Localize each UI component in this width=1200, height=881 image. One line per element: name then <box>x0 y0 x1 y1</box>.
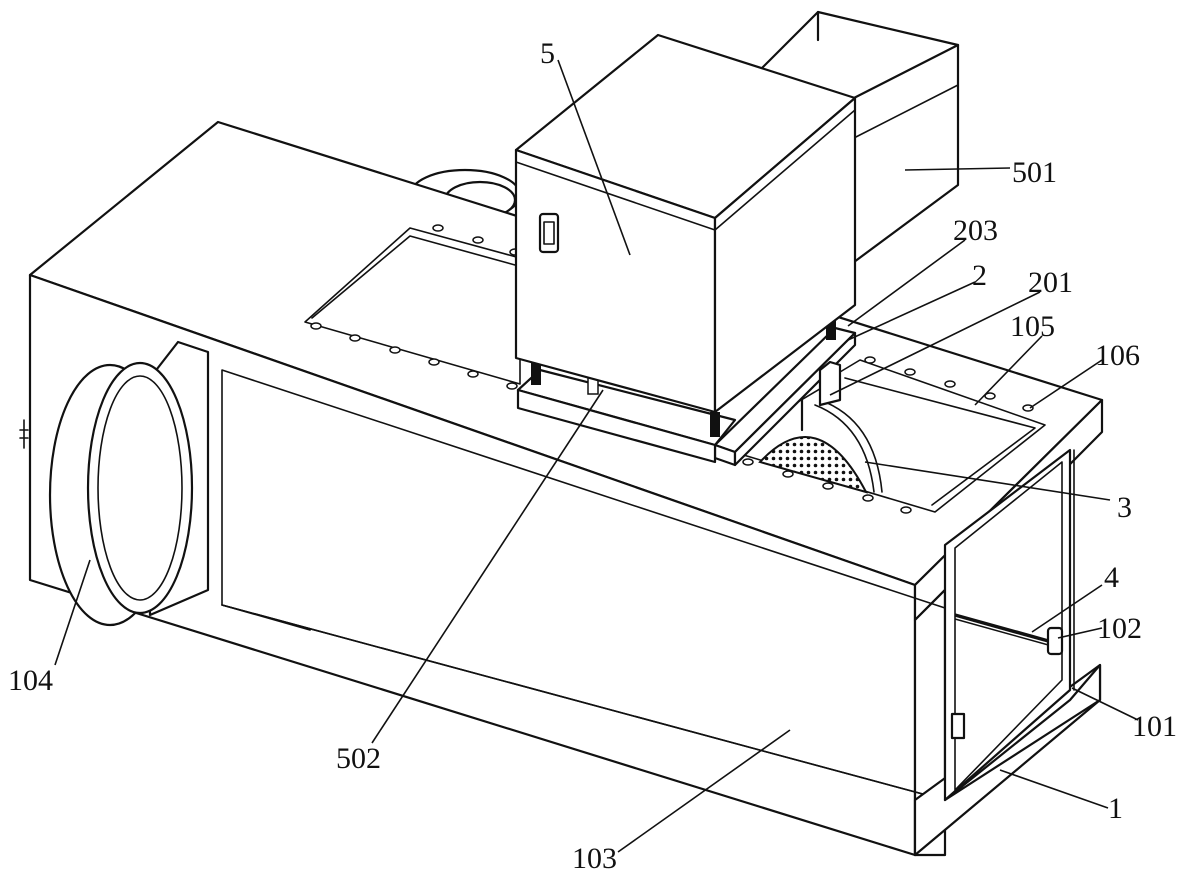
leader-lines <box>54 59 1139 853</box>
label-502: 502 <box>336 742 381 775</box>
label-2: 2 <box>972 259 987 292</box>
control-box <box>514 33 857 414</box>
label-203: 203 <box>953 214 998 247</box>
label-3: 3 <box>1117 491 1132 524</box>
labels: 5 501 203 2 201 105 106 3 4 102 101 1 10… <box>8 37 1177 875</box>
label-1: 1 <box>1108 792 1123 825</box>
bolt-holes <box>310 224 1034 514</box>
fan-port <box>19 340 210 627</box>
label-106: 106 <box>1095 339 1140 372</box>
support-rail <box>713 326 857 467</box>
label-5: 5 <box>540 37 555 70</box>
label-201: 201 <box>1028 266 1073 299</box>
label-103: 103 <box>572 842 617 875</box>
rod <box>954 613 1053 647</box>
mesh-blade <box>758 398 883 494</box>
label-4: 4 <box>1104 561 1119 594</box>
label-501: 501 <box>1012 156 1057 189</box>
label-105: 105 <box>1010 310 1055 343</box>
label-104: 104 <box>8 664 53 697</box>
knob <box>1046 626 1064 656</box>
label-101: 101 <box>1132 710 1177 743</box>
label-102: 102 <box>1097 612 1142 645</box>
